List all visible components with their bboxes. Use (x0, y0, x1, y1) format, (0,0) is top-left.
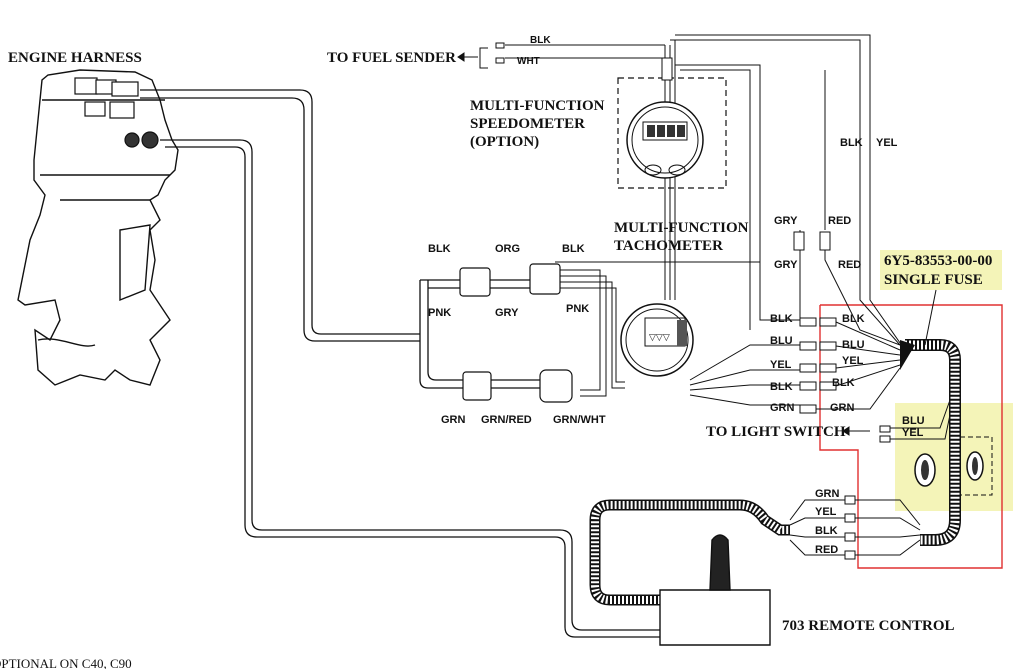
remote-terminals (844, 495, 856, 560)
term-blk2-right-label: BLK (832, 377, 855, 389)
term-grn-left-label: GRN (770, 402, 795, 414)
remote-red-label: RED (815, 544, 838, 556)
speedometer-label-1: MULTI-FUNCTION (470, 98, 605, 114)
conn1-blk-label: BLK (428, 243, 451, 255)
outboard-engine (17, 69, 179, 386)
speedometer-label-2: SPEEDOMETER (470, 116, 585, 132)
engine-connectors (74, 77, 159, 149)
remote-blk-label: BLK (815, 525, 838, 537)
to-fuel-sender-label: TO FUEL SENDER (327, 50, 456, 66)
light-switch-yel-label: YEL (902, 427, 924, 439)
fuel-wht-label: WHT (517, 56, 540, 67)
engine-harness-label: ENGINE HARNESS (8, 50, 142, 66)
speedometer-label-3: (OPTION) (470, 134, 539, 150)
conn1-gry-label: GRY (495, 307, 519, 319)
speedometer (617, 57, 727, 189)
conn3-grn-label: GRN (441, 414, 466, 426)
remote-control-label: 703 REMOTE CONTROL (782, 618, 955, 634)
red-lower-label: RED (838, 259, 861, 271)
term-blk2-left-label: BLK (770, 381, 793, 393)
right-yel-label: YEL (876, 137, 898, 149)
red-upper-label: RED (828, 215, 851, 227)
fuse-harness-tube (900, 339, 993, 546)
fuel-sender-arrow (457, 52, 478, 62)
conn4-grnwht-label: GRN/WHT (553, 414, 606, 426)
fuse-red-outline (819, 304, 1003, 569)
term-yel-left-label: YEL (770, 359, 792, 371)
remote-control-cable (589, 499, 790, 606)
tachometer-label-1: MULTI-FUNCTION (614, 220, 749, 236)
term-grn-right-label: GRN (830, 402, 855, 414)
gry-upper-label: GRY (774, 215, 798, 227)
term-yel-right-label: YEL (842, 355, 864, 367)
term-blk-right-label: BLK (842, 313, 865, 325)
tachometer: ▽▽▽ (620, 303, 694, 377)
remote-wires (789, 499, 921, 556)
conn2-pnk-label: PNK (566, 303, 589, 315)
conn1-pnk-label: PNK (428, 307, 451, 319)
light-switch-arrow (842, 426, 870, 436)
term-blu-left-label: BLU (770, 335, 793, 347)
fuel-sender-leads (479, 42, 665, 69)
remote-yel-label: YEL (815, 506, 837, 518)
conn3-grnred-label: GRN/RED (481, 414, 532, 426)
fuse-part-label: 6Y5-83553-00-00 (884, 253, 992, 269)
svg-text:▽▽▽: ▽▽▽ (649, 332, 670, 342)
fuel-blk-label: BLK (530, 35, 551, 46)
conn1-org-label: ORG (495, 243, 520, 255)
fuse-harness-wires (816, 321, 953, 440)
fuse-label-highlight (880, 250, 1002, 290)
light-switch-blu-label: BLU (902, 415, 925, 427)
remote-grn-label: GRN (815, 488, 840, 500)
term-blu-right-label: BLU (842, 339, 865, 351)
gry-lower-label: GRY (774, 259, 798, 271)
term-blk-left-label: BLK (770, 313, 793, 325)
conn2-blk-label: BLK (562, 243, 585, 255)
harness-cables (140, 89, 660, 638)
right-blk-label: BLK (840, 137, 863, 149)
fuse-name-label: SINGLE FUSE (884, 272, 983, 288)
tachometer-label-2: TACHOMETER (614, 238, 723, 254)
footnote-label: OPTIONAL ON C40, C90 (0, 656, 132, 669)
fuse-pointer (924, 289, 937, 346)
middle-connectors (459, 263, 573, 403)
remote-control-box (659, 534, 771, 646)
to-light-switch-label: TO LIGHT SWITCH (706, 424, 846, 440)
